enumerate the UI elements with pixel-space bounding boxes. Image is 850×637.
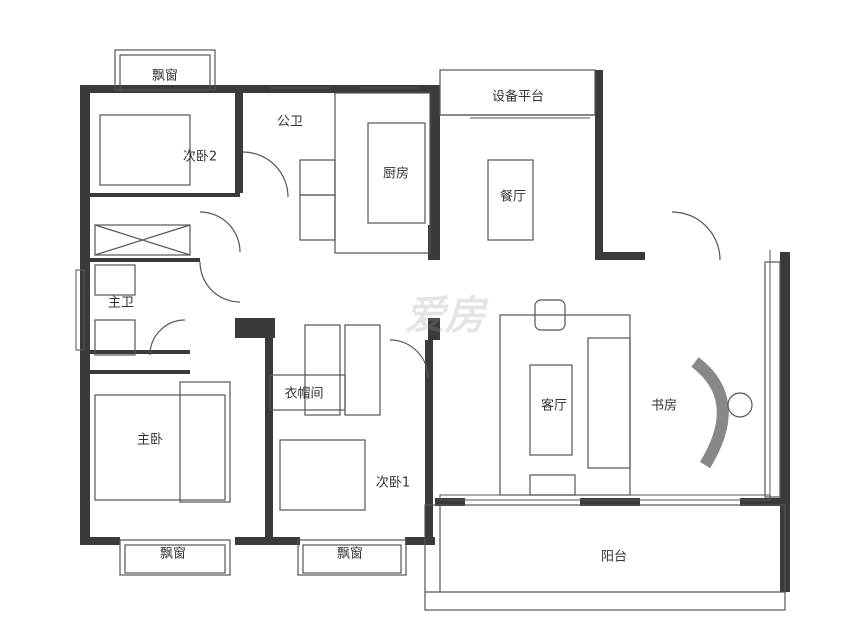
watermark-logo: 爱房 (405, 293, 485, 339)
room-label-equipment-platform: 设备平台 (491, 89, 545, 105)
room-label-master-bath: 主卫 (107, 295, 135, 311)
room-label-living-room: 客厅 (540, 398, 568, 414)
room-label-second-bedroom-1: 次卧1 (375, 475, 411, 491)
room-label-kitchen: 厨房 (382, 166, 410, 182)
room-label-dining: 餐厅 (499, 189, 527, 205)
room-label-master-bedroom: 主卧 (136, 432, 164, 448)
room-label-study: 书房 (650, 398, 678, 414)
windows (75, 87, 771, 501)
room-label-bay-window-bottom-left: 飘窗 (159, 546, 187, 562)
room-label-public-bath: 公卫 (276, 114, 304, 130)
room-label-bay-window-top: 飘窗 (151, 68, 179, 84)
walls (80, 70, 790, 592)
room-label-balcony: 阳台 (600, 549, 628, 565)
room-label-cloakroom: 衣帽间 (284, 386, 324, 402)
thin-lines (94, 49, 786, 611)
room-label-second-bedroom-2: 次卧2 (182, 149, 218, 165)
room-label-bay-window-bottom-right: 飘窗 (336, 546, 364, 562)
